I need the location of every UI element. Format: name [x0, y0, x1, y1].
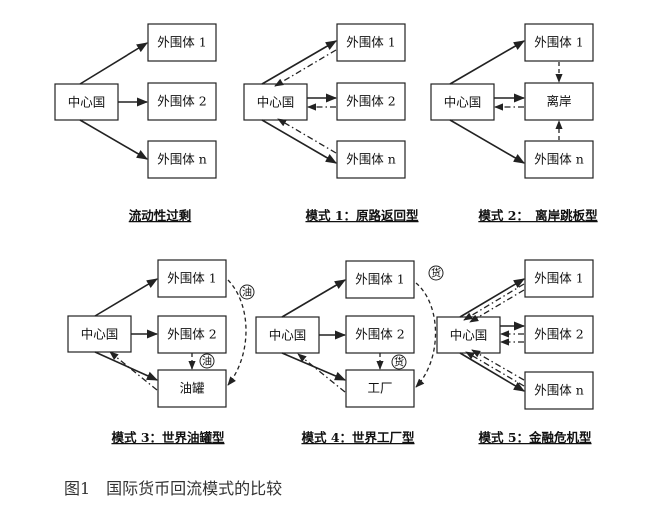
return-arrow [465, 351, 525, 387]
outflow-arrow [261, 40, 337, 85]
svg-text:中心国: 中心国 [257, 95, 295, 110]
svg-text:外围体 n: 外围体 n [346, 152, 396, 167]
svg-text:外围体 2: 外围体 2 [157, 94, 206, 109]
periphery-n-node: 外围体 n [147, 140, 217, 179]
panel-mode-2: 中心国 外围体 1 离岸 外围体 n 模式 2： 离岸跳板型 [430, 23, 598, 223]
svg-text:外围体 n: 外围体 n [157, 152, 207, 167]
svg-text:外围体 2: 外围体 2 [167, 327, 216, 342]
flow-arrow [79, 42, 148, 85]
svg-text:油: 油 [242, 286, 252, 299]
center-node: 中心国 [255, 316, 320, 354]
caption-mode-1: 模式 1：原路返回型 [305, 208, 419, 223]
flow-arrow [79, 119, 148, 160]
periphery-1-node: 外围体 1 [147, 23, 217, 62]
svg-text:外围体 1: 外围体 1 [534, 271, 583, 286]
svg-text:外围体 2: 外围体 2 [346, 94, 395, 109]
svg-text:中心国: 中心国 [68, 95, 106, 110]
svg-text:外围体 1: 外围体 1 [355, 272, 404, 287]
panel-mode-5: 中心国 外围体 1 外围体 2 外围体 n 模式 5：金融危机型 [436, 259, 594, 445]
svg-text:货: 货 [431, 267, 441, 280]
svg-text:外围体 2: 外围体 2 [534, 327, 583, 342]
goods-payment-curve [415, 282, 437, 388]
periphery-1-node: 外围体 1 [336, 23, 406, 62]
figure-caption: 图1 国际货币回流模式的比较 [64, 479, 282, 498]
svg-text:工厂: 工厂 [367, 381, 392, 396]
svg-text:油: 油 [202, 355, 212, 368]
svg-text:外围体 1: 外围体 1 [346, 35, 395, 50]
return-arrow [469, 289, 525, 323]
return-arrow [277, 118, 337, 154]
periphery-2-node: 外围体 2 [336, 82, 406, 121]
svg-text:外围体 n: 外围体 n [534, 383, 584, 398]
caption-mode-4: 模式 4：世界工厂型 [301, 430, 415, 445]
panel-liquidity-outflow: 中心国 外围体 1 外围体 2 外围体 n 流动性过剩 [54, 23, 217, 223]
svg-text:中心国: 中心国 [81, 327, 119, 342]
periphery-1-node: 外围体 1 [345, 260, 415, 299]
periphery-2-node: 外围体 2 [147, 82, 217, 121]
outflow-arrow [459, 352, 525, 392]
goods-badge: 货 [391, 354, 407, 370]
svg-text:外围体 1: 外围体 1 [157, 35, 206, 50]
outflow-arrow [261, 119, 337, 164]
caption-mode-3: 模式 3：世界油罐型 [111, 430, 225, 445]
svg-text:外围体 1: 外围体 1 [534, 35, 583, 50]
center-node: 中心国 [436, 316, 501, 354]
periphery-2-node: 外围体 2 [345, 315, 415, 354]
center-node: 中心国 [67, 315, 132, 353]
center-node: 中心国 [430, 83, 495, 121]
svg-text:外围体 2: 外围体 2 [355, 327, 404, 342]
outflow-arrow [459, 278, 525, 318]
periphery-n-node: 外围体 n [524, 371, 594, 410]
center-node: 中心国 [243, 83, 308, 121]
outflow-arrow [94, 351, 159, 381]
svg-text:中心国: 中心国 [450, 328, 488, 343]
periphery-2-node: 外围体 2 [157, 315, 227, 354]
oil-badge: 油 [239, 284, 255, 300]
periphery-1-node: 外围体 1 [524, 259, 594, 298]
periphery-2-node: 外围体 2 [524, 315, 594, 354]
return-arrow [463, 283, 525, 321]
return-arrow [297, 353, 346, 393]
outflow-arrow [94, 278, 158, 317]
caption-mode-2: 模式 2： 离岸跳板型 [478, 208, 598, 223]
svg-text:中心国: 中心国 [269, 328, 307, 343]
svg-text:外围体 1: 外围体 1 [167, 271, 216, 286]
panel-mode-3: 中心国 外围体 1 外围体 2 油罐 油 油 模式 3：世界油罐型 [67, 259, 255, 445]
outflow-arrow [449, 119, 525, 164]
outflow-arrow [449, 40, 525, 85]
periphery-1-node: 外围体 1 [157, 259, 227, 298]
goods-badge: 货 [428, 265, 444, 281]
panel-mode-4: 中心国 外围体 1 外围体 2 工厂 货 货 模式 4：世界工厂型 [255, 260, 444, 445]
svg-text:油罐: 油罐 [179, 381, 205, 396]
oil-badge: 油 [199, 353, 215, 369]
outflow-arrow [281, 279, 346, 318]
factory-node: 工厂 [345, 369, 415, 408]
periphery-n-node: 外围体 n [336, 140, 406, 179]
panel-mode-1: 中心国 外围体 1 外围体 2 外围体 n 模式 1：原路返回型 [243, 23, 419, 223]
center-node: 中心国 [54, 83, 119, 121]
return-arrow [274, 49, 337, 87]
periphery-1-node: 外围体 1 [524, 23, 594, 62]
svg-text:中心国: 中心国 [444, 95, 482, 110]
return-arrow [471, 349, 525, 381]
svg-text:货: 货 [394, 356, 404, 369]
return-arrow [109, 351, 158, 391]
oil-payment-curve [227, 279, 247, 386]
offshore-node: 离岸 [524, 82, 594, 121]
svg-text:外围体 n: 外围体 n [534, 152, 584, 167]
svg-text:离岸: 离岸 [546, 94, 571, 109]
oil-tank-node: 油罐 [157, 369, 227, 408]
caption-mode-5: 模式 5：金融危机型 [478, 430, 592, 445]
periphery-n-node: 外围体 n [524, 140, 594, 179]
caption-liquidity-outflow: 流动性过剩 [129, 208, 192, 223]
